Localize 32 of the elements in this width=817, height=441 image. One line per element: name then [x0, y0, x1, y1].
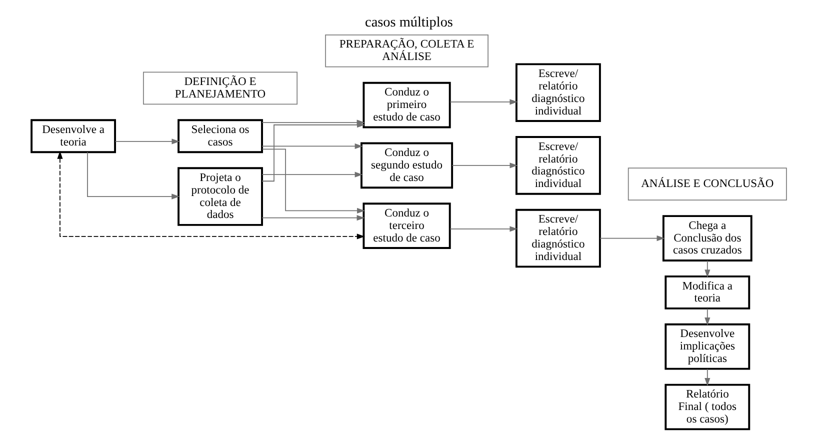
arrow: [449, 99, 518, 105]
node-box: Escreve/ relatório diagnóstico individual: [514, 208, 600, 268]
node-box: Projeta o protocolo de coleta de dados: [177, 167, 262, 226]
node-box: ANÁLISE E CONCLUSÃO: [627, 168, 786, 201]
node-box: DEFINIÇÃO E PLANEJAMENTO: [142, 72, 298, 105]
arrow: [704, 260, 710, 278]
node-box: Conduz o segundo estudo de caso: [360, 142, 453, 189]
arrow: [449, 226, 518, 232]
node-box: PREPARAÇÃO, COLETA E ANÁLISE: [324, 34, 488, 68]
node-box: Seleciona os casos: [177, 119, 262, 154]
arrow: [451, 162, 518, 168]
node-box: Conduz o terceiro estudo de caso: [362, 202, 450, 249]
arrow: [56, 150, 364, 240]
node-box: Desenvolve a teoria: [30, 119, 116, 154]
node-box: Modifica a teoria: [664, 275, 750, 310]
diagram-title: casos múltiplos: [364, 14, 452, 31]
node-box: Escreve/ relatório diagnóstico individual: [514, 136, 600, 195]
node-box: Relatório Final ( todos os casos): [664, 384, 750, 430]
node-box: Chega a Conclusão dos casos cruzados: [662, 215, 752, 262]
node-box: Desenvolve implicações políticas: [664, 323, 750, 370]
arrow: [599, 235, 664, 242]
arrow: [704, 368, 710, 386]
arrow: [261, 148, 365, 214]
arrow: [261, 143, 362, 149]
arrow: [86, 152, 180, 200]
arrow: [704, 308, 710, 326]
arrow: [261, 172, 362, 178]
node-box: Escreve/ relatório diagnóstico individual: [514, 63, 600, 122]
arrow: [114, 138, 180, 144]
arrow: [261, 215, 364, 221]
node-box: Conduz o primeiro estudo de caso: [362, 82, 450, 128]
arrow: [261, 122, 365, 182]
